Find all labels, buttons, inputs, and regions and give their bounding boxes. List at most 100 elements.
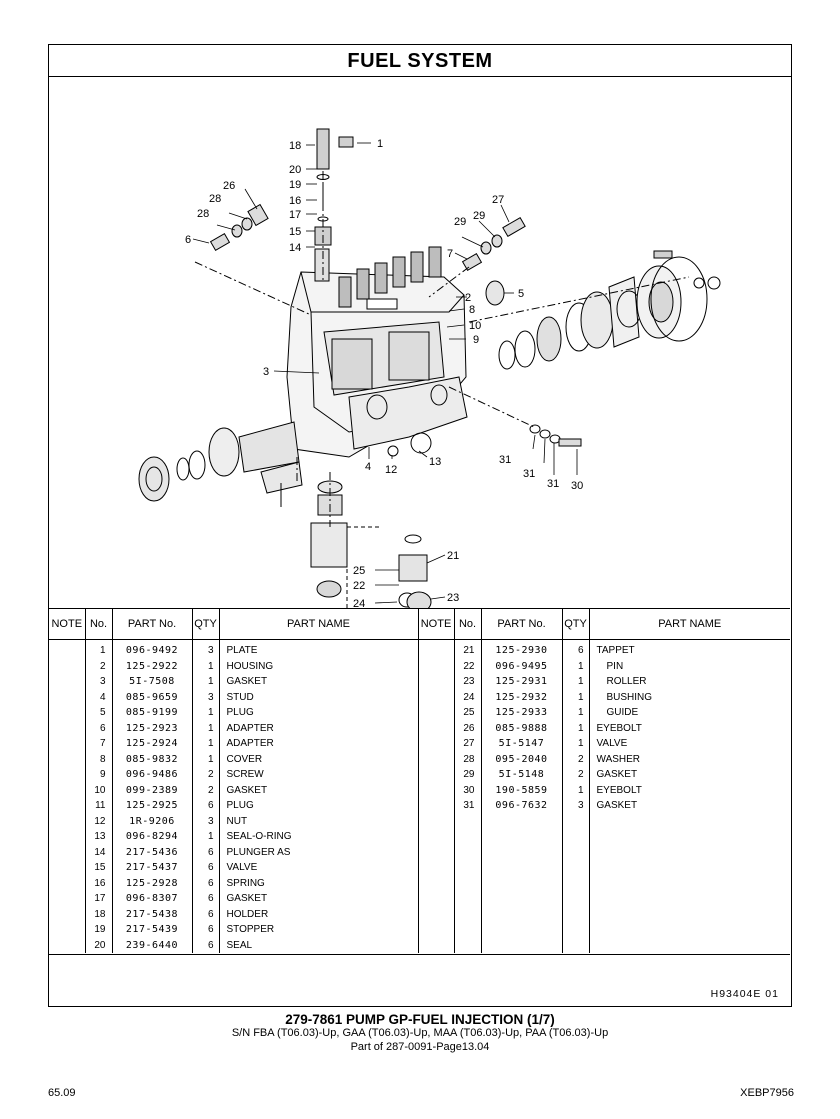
- note-cell: [417, 829, 454, 845]
- note-cell: [417, 891, 454, 907]
- quantity-cell: 2: [561, 751, 589, 767]
- item-no-cell: 4: [84, 689, 112, 705]
- item-no-cell: 27: [453, 736, 481, 752]
- note-cell: [49, 752, 85, 768]
- col-qty-right: QTY: [561, 608, 589, 640]
- quantity-cell: 1: [191, 720, 219, 736]
- part-number-cell: 125-2928: [111, 875, 192, 891]
- part-number-cell: 085-9199: [111, 705, 192, 721]
- callout-28a: 28: [209, 193, 221, 205]
- part-name-cell: STUD: [218, 689, 418, 705]
- callout-23: 23: [447, 592, 459, 604]
- part-name-cell: ADAPTER: [218, 736, 418, 752]
- note-cell: [417, 922, 454, 938]
- quantity-cell: [561, 922, 589, 938]
- callout-12: 12: [385, 464, 397, 476]
- illustration-ref-code: H93404E 01: [710, 988, 779, 1000]
- document-code: XEBP7956: [740, 1087, 794, 1099]
- note-cell: [49, 767, 85, 783]
- note-cell: [49, 705, 85, 721]
- page-title: FUEL SYSTEM: [49, 45, 791, 77]
- part-number-cell: 1R-9206: [111, 813, 192, 829]
- quantity-cell: [561, 875, 589, 891]
- quantity-cell: 1: [561, 736, 589, 752]
- part-number-cell: 217-5438: [111, 906, 192, 922]
- part-name-cell: SEAL-O-RING: [218, 829, 418, 845]
- quantity-cell: [561, 860, 589, 876]
- note-cell: [417, 860, 454, 876]
- part-name-cell: SPRING: [218, 875, 418, 891]
- quantity-cell: 2: [561, 767, 589, 783]
- note-cell: [417, 705, 454, 721]
- col-part-name-right: PART NAME: [588, 608, 790, 640]
- item-no-cell: [453, 860, 481, 876]
- quantity-cell: [561, 829, 589, 845]
- quantity-cell: 1: [561, 782, 589, 798]
- item-no-cell: 25: [453, 705, 481, 721]
- item-no-cell: 9: [84, 767, 112, 783]
- item-no-cell: [453, 829, 481, 845]
- note-cell: [417, 937, 454, 953]
- parts-page-frame: FUEL SYSTEM: [48, 44, 792, 1007]
- callout-27: 27: [492, 194, 504, 206]
- quantity-cell: 1: [191, 736, 219, 752]
- quantity-cell: [561, 844, 589, 860]
- part-name-cell: GASKET: [588, 798, 790, 814]
- note-cell: [49, 814, 85, 830]
- note-cell: [417, 798, 454, 814]
- part-number-cell: 125-2930: [480, 639, 562, 659]
- part-name-cell: [588, 922, 790, 938]
- note-cell: [49, 721, 85, 737]
- quantity-cell: 1: [191, 658, 219, 674]
- note-cell: [417, 720, 454, 736]
- item-no-cell: 14: [84, 844, 112, 860]
- quantity-cell: 1: [561, 674, 589, 690]
- item-no-cell: 8: [84, 751, 112, 767]
- caption-part-of: Part of 287-0091-Page13.04: [350, 1041, 490, 1053]
- part-name-cell: PLUG: [218, 798, 418, 814]
- callout-20: 20: [289, 164, 301, 176]
- note-cell: [417, 782, 454, 798]
- item-no-cell: 2: [84, 658, 112, 674]
- callout-13: 13: [429, 456, 441, 468]
- callout-21: 21: [447, 550, 459, 562]
- quantity-cell: 3: [191, 639, 219, 659]
- part-number-cell: 125-2922: [111, 658, 192, 674]
- part-name-cell: NUT: [218, 813, 418, 829]
- part-number-cell: 096-8294: [111, 829, 192, 845]
- part-name-cell: VALVE: [588, 736, 790, 752]
- part-name-cell: HOLDER: [218, 906, 418, 922]
- note-cell: [417, 639, 454, 659]
- note-cell: [417, 658, 454, 674]
- item-no-cell: 19: [84, 922, 112, 938]
- part-number-cell: 125-2924: [111, 736, 192, 752]
- item-no-cell: 1: [84, 639, 112, 659]
- part-number-cell: 125-2931: [480, 674, 562, 690]
- col-part-no: PART No.: [111, 608, 192, 640]
- note-cell: [417, 767, 454, 783]
- callout-18: 18: [289, 140, 301, 152]
- callout-7: 7: [447, 248, 453, 260]
- part-number-cell: [480, 891, 562, 907]
- item-no-cell: [453, 844, 481, 860]
- part-number-cell: 099-2389: [111, 782, 192, 798]
- table-header-row: NOTE No. PART No. QTY PART NAME NOTE No.…: [49, 608, 790, 640]
- part-number-cell: 217-5437: [111, 860, 192, 876]
- part-name-cell: ROLLER: [588, 674, 790, 690]
- item-no-cell: [453, 922, 481, 938]
- note-cell: [49, 736, 85, 752]
- part-number-cell: [480, 937, 562, 953]
- item-no-cell: [453, 813, 481, 829]
- part-number-cell: 096-7632: [480, 798, 562, 814]
- note-cell: [49, 640, 85, 659]
- part-number-cell: 095-2040: [480, 751, 562, 767]
- item-no-cell: 17: [84, 891, 112, 907]
- quantity-cell: 1: [561, 689, 589, 705]
